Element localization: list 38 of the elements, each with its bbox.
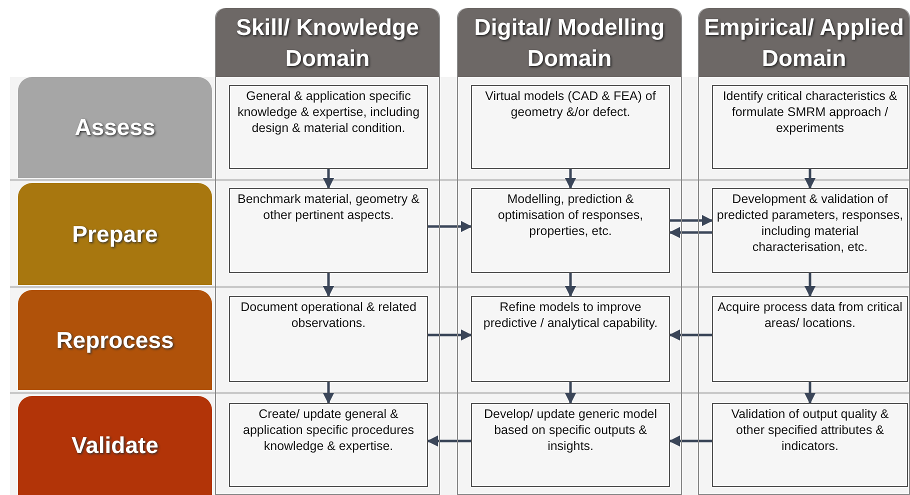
column-lane xyxy=(215,8,440,495)
arrow xyxy=(668,329,712,341)
process-box: Identify critical characteristics & formulate SMRM approach / experiments xyxy=(712,85,908,169)
arrow xyxy=(668,226,712,238)
process-box: Acquire process data from critical areas/ locations. xyxy=(712,296,908,382)
process-box: Development & validation of predicted parameters, responses, including material characterisation, etc. xyxy=(712,188,908,273)
arrow xyxy=(322,382,334,404)
arrow xyxy=(670,214,714,226)
arrow xyxy=(322,169,334,190)
process-box: Develop/ update generic model based on specific outputs & insights. xyxy=(471,403,670,487)
process-box: Modelling, prediction & optimisation of responses, properties, etc. xyxy=(471,188,670,273)
column-heading: Skill/ Knowledge Domain xyxy=(216,8,439,77)
column-lane xyxy=(457,8,682,495)
column-lane xyxy=(698,8,910,495)
arrow xyxy=(564,273,576,298)
column-heading: Digital/ Modelling Domain xyxy=(458,8,681,77)
arrow xyxy=(426,435,471,447)
process-box: General & application specific knowledge & expertise, including design & material condition. xyxy=(229,85,428,169)
column-heading: Empirical/ Applied Domain xyxy=(699,8,909,77)
process-box: Benchmark material, geometry & other pertinent aspects. xyxy=(229,188,428,273)
arrow xyxy=(428,220,472,232)
arrow xyxy=(668,435,712,447)
arrow xyxy=(804,169,816,190)
arrow xyxy=(322,273,334,298)
arrow xyxy=(804,382,816,404)
phase-label: Assess xyxy=(18,77,212,178)
process-box: Document operational & related observations. xyxy=(229,296,428,382)
process-box: Virtual models (CAD & FEA) of geometry &/or defect. xyxy=(471,85,670,169)
arrow xyxy=(428,329,472,341)
process-box: Create/ update general & application specific procedures knowledge & expertise. xyxy=(229,403,428,487)
process-box: Validation of output quality & other specified attributes & indicators. xyxy=(712,403,908,487)
arrow xyxy=(564,169,576,190)
phase-label: Reprocess xyxy=(18,290,212,390)
phase-label: Validate xyxy=(18,396,212,495)
arrow xyxy=(564,382,576,404)
process-box: Refine models to improve predictive / analytical capability. xyxy=(471,296,670,382)
arrow xyxy=(804,273,816,298)
phase-label: Prepare xyxy=(18,183,212,285)
